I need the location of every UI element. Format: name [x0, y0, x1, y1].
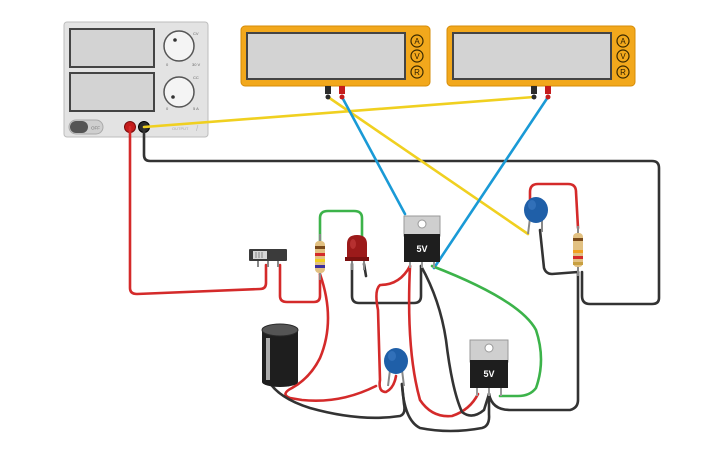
wire-green-resistor-to-led[interactable] — [318, 209, 364, 244]
current-display — [69, 72, 155, 112]
meter2-com-node — [531, 94, 537, 100]
resistor-1-band-2 — [315, 253, 325, 256]
resistor-1-band-3 — [315, 259, 325, 262]
meter2-pos-node — [545, 94, 551, 100]
ceramic-capacitor-1[interactable] — [384, 348, 408, 387]
resistor-2-band-3 — [573, 256, 583, 259]
wire-black-cap-ground-2[interactable] — [400, 382, 491, 433]
wire-black-ground-loop[interactable] — [142, 125, 661, 306]
regulator-1-body — [404, 234, 440, 262]
voltage-regulator-2[interactable]: 5V — [469, 339, 509, 396]
voltage-knob-marker — [173, 38, 177, 42]
svg-text:V: V — [414, 52, 420, 61]
resistor-1[interactable] — [315, 234, 325, 280]
led-body — [347, 235, 367, 260]
wire-black-led-to-reg1[interactable] — [350, 262, 423, 305]
resistor-2-band-4 — [573, 262, 583, 265]
wire-red-reg1-loop[interactable] — [375, 264, 412, 394]
meter1-pos-node — [339, 94, 345, 100]
power-switch-label: OFF — [91, 126, 100, 131]
regulator-2-hole — [484, 343, 494, 353]
resistor-2-band-1 — [573, 238, 583, 241]
current-knob[interactable] — [163, 76, 195, 108]
svg-text:A: A — [414, 37, 420, 46]
multimeter-1-volt-button[interactable] — [410, 49, 424, 63]
svg-text:R: R — [620, 68, 626, 77]
wire-yellow-supply-to-meter2[interactable] — [142, 95, 536, 129]
multimeter-2-pos-probe[interactable] — [545, 86, 551, 94]
multimeter-1[interactable]: A V R — [240, 25, 431, 94]
multimeter-2[interactable]: A V R — [446, 25, 636, 94]
wire-black-cap-ground[interactable] — [266, 378, 406, 420]
wire-yellow-meter1-to-capacitor[interactable] — [326, 95, 530, 236]
slide-switch[interactable] — [249, 249, 287, 267]
power-switch-knob — [70, 121, 88, 133]
svg-text:V: V — [620, 52, 626, 61]
multimeter-1-com-probe[interactable] — [325, 86, 331, 94]
resistor-1-band-4 — [315, 265, 325, 268]
wire-black-reg2-to-right[interactable] — [487, 270, 580, 412]
power-supply[interactable]: 0 30 V CV 0 5 A CC OFF OUTPUT / — [63, 21, 209, 138]
ceramic-capacitor-2-body — [524, 197, 548, 223]
electrolytic-capacitor-bottom — [262, 377, 298, 387]
electrolytic-capacitor-stripe — [266, 338, 270, 380]
meter1-com-node — [325, 94, 331, 100]
wire-blue-meter1-to-reg1[interactable] — [340, 95, 407, 216]
wire-red-supply-to-switch[interactable] — [128, 125, 268, 296]
multimeter-2-display — [452, 32, 612, 80]
multimeter-2-amp-button[interactable] — [616, 34, 630, 48]
multimeter-2-ohm-button[interactable] — [616, 65, 630, 79]
electrolytic-capacitor-top — [261, 323, 299, 337]
led[interactable] — [345, 235, 369, 270]
multimeter-2-com-probe[interactable] — [531, 86, 537, 94]
voltage-knob[interactable] — [163, 30, 195, 62]
resistor-2[interactable] — [573, 226, 583, 276]
led-highlight — [350, 239, 356, 249]
cc-indicator: CC — [193, 75, 199, 80]
ceramic-capacitor-2[interactable] — [524, 197, 548, 235]
resistor-2-band-2 — [573, 250, 583, 253]
voltage-display — [69, 28, 155, 68]
voltage-knob-max: 30 V — [192, 62, 201, 67]
electrolytic-capacitor[interactable] — [261, 323, 299, 387]
wire-black-right-cap-leg[interactable] — [538, 228, 580, 276]
svg-text:R: R — [414, 68, 420, 77]
regulator-2-label: 5V — [483, 369, 494, 379]
wire-green-reg1-to-reg2[interactable] — [430, 264, 543, 398]
cv-indicator: CV — [193, 31, 199, 36]
resistor-1-body — [315, 241, 325, 273]
wire-blue-meter2-to-reg1[interactable] — [432, 95, 550, 270]
resistor-1-band-1 — [315, 246, 325, 249]
multimeter-1-ohm-button[interactable] — [410, 65, 424, 79]
led-base — [345, 257, 369, 261]
regulator-1-label: 5V — [416, 244, 427, 254]
wire-red-resistor-to-cap[interactable] — [284, 272, 378, 402]
voltage-knob-min: 0 — [166, 62, 169, 67]
current-knob-min: 0 — [166, 106, 169, 111]
multimeter-1-display — [246, 32, 406, 80]
regulator-1-hole — [417, 219, 427, 229]
voltage-regulator-1[interactable]: 5V — [403, 215, 441, 268]
regulator-2-body — [470, 360, 508, 388]
svg-text:A: A — [620, 37, 626, 46]
ceramic-capacitor-1-body — [384, 348, 408, 374]
wire-red-switch-to-resistor[interactable] — [278, 263, 322, 304]
multimeter-1-pos-probe[interactable] — [339, 86, 345, 94]
multimeter-2-volt-button[interactable] — [616, 49, 630, 63]
output-label: OUTPUT — [172, 126, 189, 131]
current-knob-marker — [171, 95, 175, 99]
output-arrow-icon: / — [196, 124, 199, 133]
current-knob-max: 5 A — [193, 106, 199, 111]
slide-switch-slider[interactable] — [253, 251, 267, 259]
wire-black-reg1-to-reg2[interactable] — [419, 264, 491, 417]
wire-red-right-loop[interactable] — [528, 182, 580, 230]
multimeter-1-amp-button[interactable] — [410, 34, 424, 48]
wire-red-reg1-to-reg2[interactable] — [407, 264, 480, 418]
